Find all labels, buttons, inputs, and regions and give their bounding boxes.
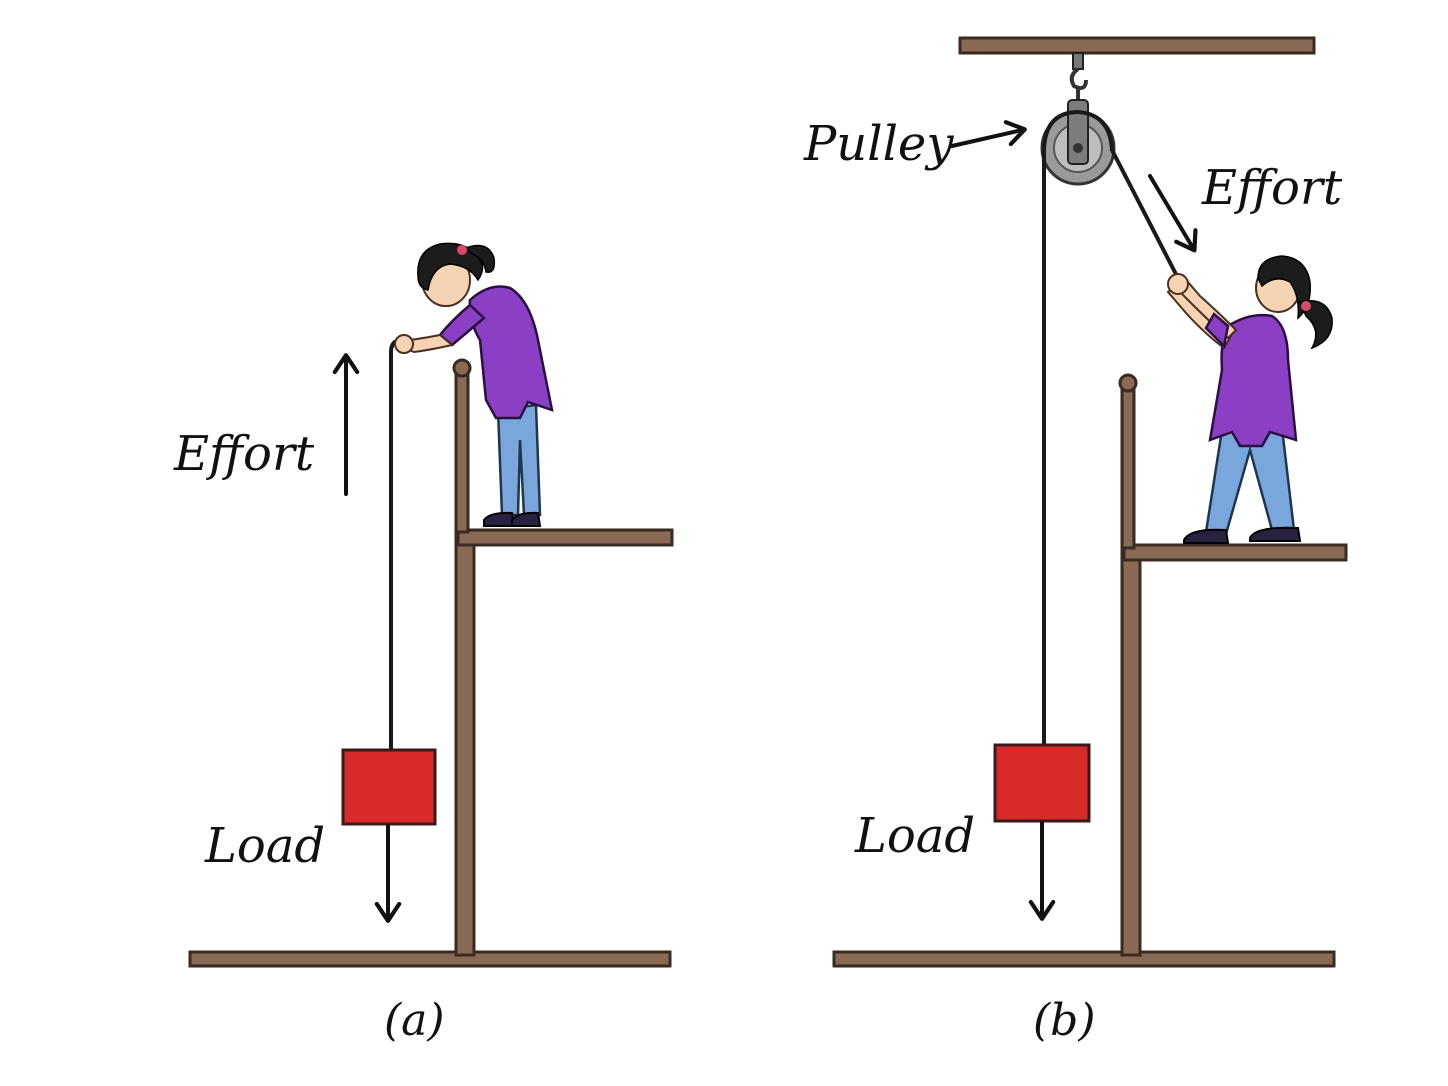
- effort-label-b: Effort: [1201, 160, 1343, 216]
- effort-label-a: Effort: [173, 426, 315, 482]
- effort-arrow-b: [1148, 174, 1198, 253]
- railing-knob-a: [452, 358, 472, 378]
- ceiling-beam-b: [958, 36, 1316, 55]
- pulley-hook: [1069, 52, 1088, 102]
- rope-effort-side-b: [1042, 109, 1182, 284]
- platform-a: [456, 528, 674, 547]
- railing-knob-b: [1118, 373, 1138, 393]
- panel-b: Pulley Effort Load (b): [803, 36, 1348, 1046]
- platform-post-b: [1120, 548, 1142, 957]
- ground-a: [188, 950, 672, 968]
- platform-post-a: [454, 533, 476, 957]
- panel-a: Effort Load (a): [173, 242, 674, 1046]
- caption-b: (b): [1033, 995, 1096, 1046]
- load-box-a: [341, 748, 437, 826]
- pulley-label: Pulley: [803, 116, 954, 172]
- caption-a: (a): [384, 995, 445, 1046]
- girl-figure-a: [394, 242, 554, 527]
- platform-b: [1122, 543, 1348, 562]
- load-label-a: Load: [204, 818, 325, 874]
- railing-post-b: [1120, 386, 1136, 550]
- ground-b: [832, 950, 1336, 968]
- load-box-b: [993, 743, 1091, 823]
- railing-post-a: [454, 370, 470, 534]
- rope-a: [389, 338, 404, 752]
- pulley-wheel: [1040, 99, 1116, 186]
- load-label-b: Load: [854, 808, 975, 864]
- pulley-pointer-arrow: [950, 120, 1027, 148]
- girl-figure-b: [1166, 255, 1333, 544]
